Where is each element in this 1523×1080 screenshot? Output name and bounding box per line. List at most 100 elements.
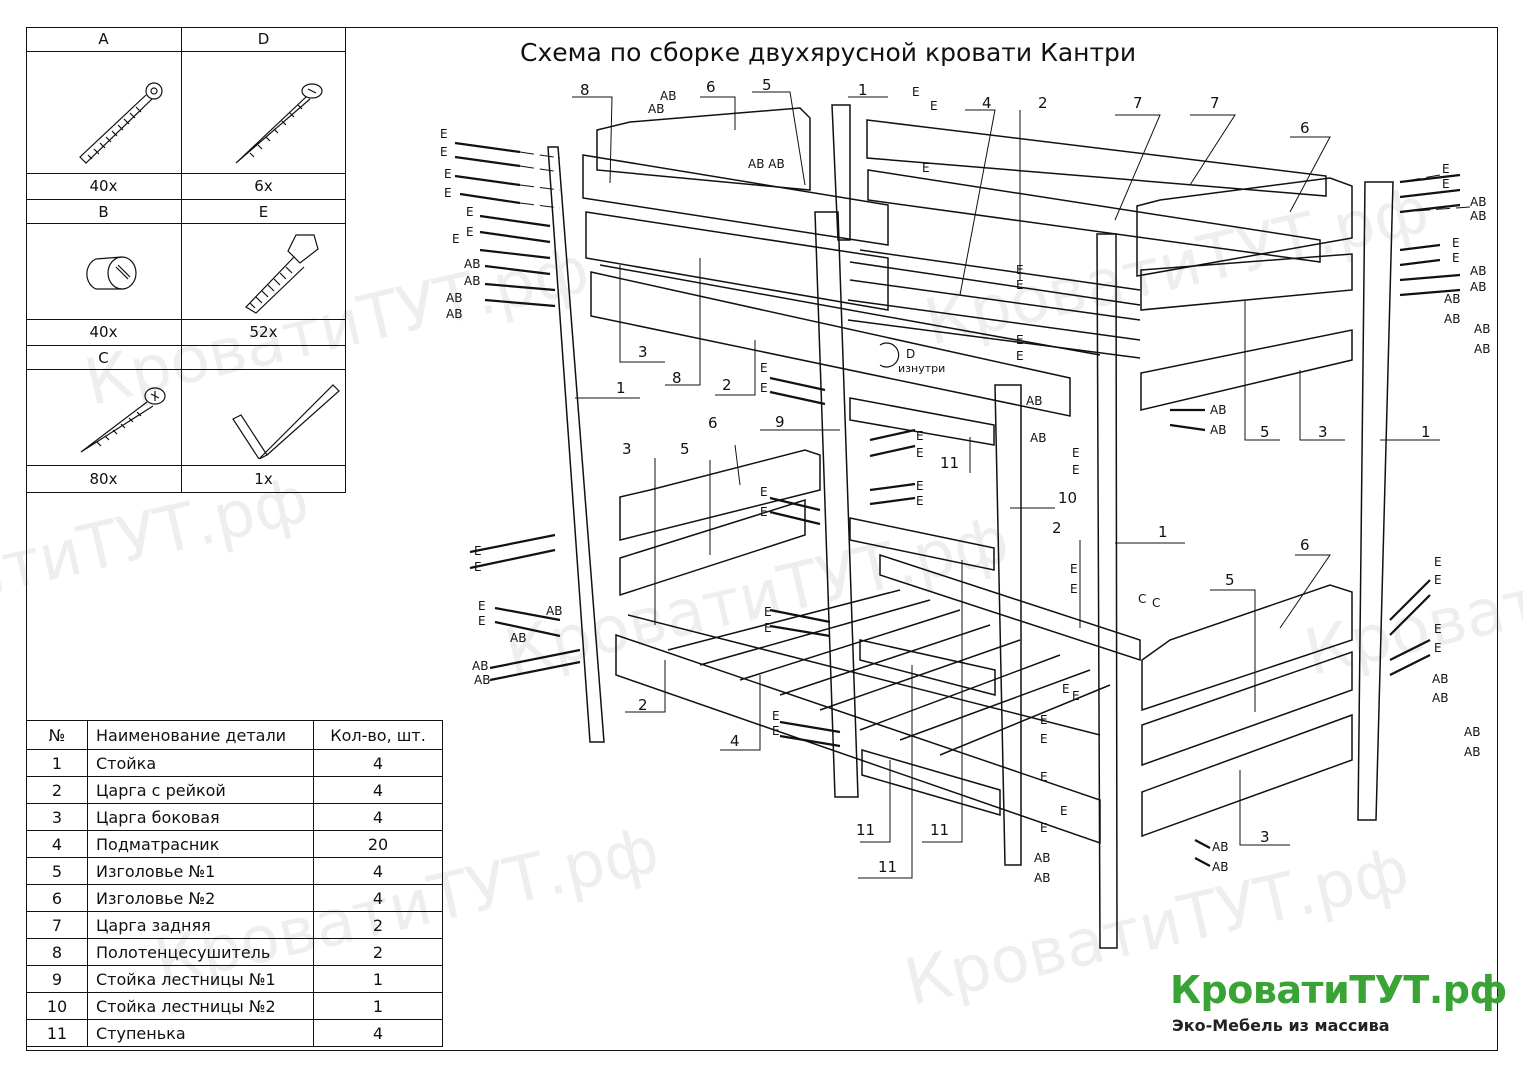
svg-text:E: E xyxy=(1452,251,1460,265)
part-qty: 4 xyxy=(313,1019,443,1047)
svg-text:E: E xyxy=(478,599,486,613)
svg-text:4: 4 xyxy=(982,94,992,112)
svg-text:AB: AB xyxy=(464,274,480,288)
svg-text:AB: AB xyxy=(1026,394,1042,408)
svg-text:AB: AB xyxy=(1444,312,1460,326)
svg-text:E: E xyxy=(760,361,768,375)
part-number: 8 xyxy=(26,938,88,966)
part-number: 11 xyxy=(26,1019,88,1047)
header-name: Наименование детали xyxy=(87,720,314,750)
brand-tagline: Эко-Мебель из массива xyxy=(1172,1016,1390,1035)
screw-icon xyxy=(80,387,166,453)
part-name: Полотенцесушитель xyxy=(87,938,314,966)
svg-text:AB: AB xyxy=(1470,195,1486,209)
svg-text:2: 2 xyxy=(1052,519,1062,537)
wood-screw-icon xyxy=(235,83,323,164)
svg-text:AB: AB xyxy=(1464,745,1480,759)
hw-qty-a: 40x xyxy=(89,177,118,195)
model-name: Кантри xyxy=(1040,38,1137,67)
svg-text:E: E xyxy=(1040,713,1048,727)
svg-text:10: 10 xyxy=(1058,489,1077,507)
svg-text:E: E xyxy=(772,709,780,723)
hex-key-icon xyxy=(232,384,340,459)
part-number: 5 xyxy=(26,857,88,885)
part-qty: 4 xyxy=(313,803,443,831)
svg-text:E: E xyxy=(466,205,474,219)
svg-text:E: E xyxy=(1072,446,1080,460)
svg-text:E: E xyxy=(1072,689,1080,703)
svg-text:E: E xyxy=(1070,582,1078,596)
svg-text:AB: AB xyxy=(1470,280,1486,294)
svg-text:AB: AB xyxy=(1474,342,1490,356)
part-number: 6 xyxy=(26,884,88,912)
svg-text:3: 3 xyxy=(1318,423,1328,441)
svg-text:6: 6 xyxy=(706,78,716,96)
part-name: Царга задняя xyxy=(87,911,314,939)
part-name: Царга с рейкой xyxy=(87,776,314,804)
svg-text:AB: AB xyxy=(1470,264,1486,278)
svg-text:E: E xyxy=(764,605,772,619)
part-name: Стойка лестницы №1 xyxy=(87,965,314,993)
svg-text:C: C xyxy=(1152,596,1160,610)
svg-text:AB: AB xyxy=(464,257,480,271)
svg-text:5: 5 xyxy=(1260,423,1270,441)
svg-text:1: 1 xyxy=(616,379,626,397)
svg-text:11: 11 xyxy=(930,821,949,839)
dowel-screw-icon xyxy=(245,234,319,314)
svg-text:3: 3 xyxy=(638,343,648,361)
svg-text:AB: AB xyxy=(1034,851,1050,865)
svg-text:1: 1 xyxy=(1421,423,1431,441)
svg-text:E: E xyxy=(1434,622,1442,636)
barrel-nut-icon xyxy=(86,256,137,290)
svg-text:E: E xyxy=(1016,349,1024,363)
svg-text:AB: AB xyxy=(1444,292,1460,306)
svg-text:C: C xyxy=(1138,592,1146,606)
header-qty: Кол-во, шт. xyxy=(313,720,443,750)
hw-qty-e: 52x xyxy=(249,323,278,341)
hw-letter-a: A xyxy=(98,30,109,48)
svg-text:11: 11 xyxy=(856,821,875,839)
svg-text:3: 3 xyxy=(622,440,632,458)
svg-text:AB: AB xyxy=(510,631,526,645)
svg-text:6: 6 xyxy=(708,414,718,432)
svg-text:AB: AB xyxy=(1432,691,1448,705)
svg-text:E: E xyxy=(474,560,482,574)
svg-text:AB: AB xyxy=(546,604,562,618)
svg-text:E: E xyxy=(444,186,452,200)
part-name: Царга боковая xyxy=(87,803,314,831)
svg-text:9: 9 xyxy=(775,413,785,431)
svg-text:AB AB: AB AB xyxy=(748,157,785,171)
svg-text:AB: AB xyxy=(648,102,664,116)
table-header: № Наименование детали Кол-во, шт. xyxy=(26,720,443,750)
part-qty: 4 xyxy=(313,884,443,912)
svg-text:E: E xyxy=(1442,177,1450,191)
hardware-table: A D 40x 6x B E 40x 52x C 80x 1x xyxy=(26,27,346,493)
svg-text:AB: AB xyxy=(1432,672,1448,686)
part-number: 4 xyxy=(26,830,88,858)
svg-text:6: 6 xyxy=(1300,119,1310,137)
svg-text:AB: AB xyxy=(474,673,490,687)
svg-text:E: E xyxy=(440,145,448,159)
svg-text:AB: AB xyxy=(1470,209,1486,223)
svg-text:6: 6 xyxy=(1300,536,1310,554)
part-number: 10 xyxy=(26,992,88,1020)
drawing-frame xyxy=(26,27,1498,1051)
svg-text:AB: AB xyxy=(1034,871,1050,885)
brand-logo: КроватиТУТ.рф xyxy=(1170,968,1507,1012)
svg-text:E: E xyxy=(922,161,930,175)
svg-text:E: E xyxy=(764,621,772,635)
svg-text:E: E xyxy=(474,544,482,558)
part-qty: 4 xyxy=(313,749,443,777)
svg-text:AB: AB xyxy=(1210,403,1226,417)
inside-annotation: изнутри xyxy=(898,362,945,375)
